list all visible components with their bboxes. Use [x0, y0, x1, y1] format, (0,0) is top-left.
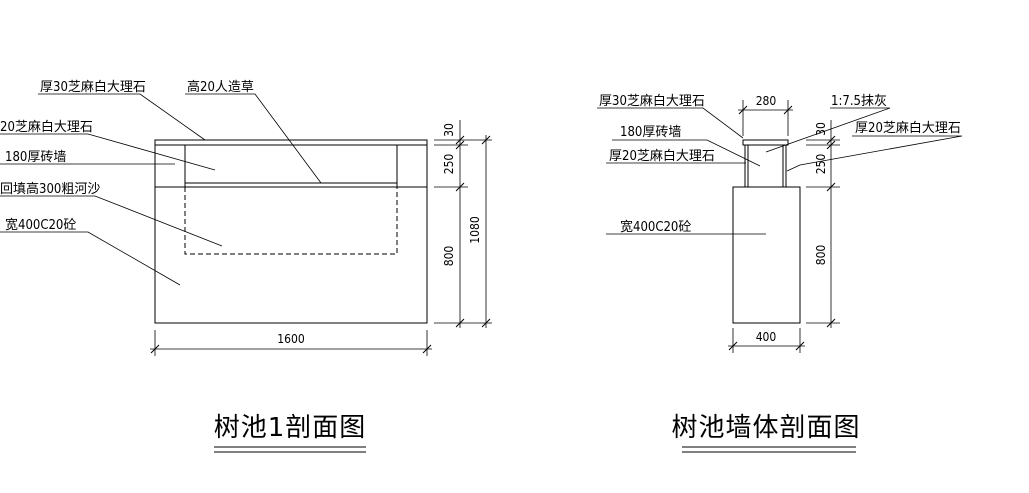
dim-top: 30: [442, 123, 456, 137]
leader-marble20: [0, 133, 216, 171]
callout-marble20-right: 厚20芝麻白大理石: [855, 120, 961, 136]
section1-outline: [154, 139, 428, 324]
leader-grass: [185, 93, 322, 184]
tick: [738, 105, 748, 115]
callout-marble20-left: 厚20芝麻白大理石: [609, 148, 715, 164]
leader-plaster: [765, 107, 891, 153]
dim-total: 1080: [468, 216, 482, 244]
callout-marble20: 20芝麻白大理石: [0, 119, 93, 135]
dim-top-width: 280: [756, 94, 777, 108]
tick: [826, 318, 836, 328]
leader-marble30: [597, 107, 744, 139]
dim-mid: 250: [442, 154, 456, 175]
section-2: 280 400 30 250 800 厚30芝麻白大理石 1:7.5抹灰 厚20…: [597, 93, 963, 453]
tick: [455, 182, 465, 192]
callout-concrete: 宽400C20砼: [5, 217, 76, 233]
dim-mid: 250: [814, 154, 828, 175]
leader-brick: [612, 139, 761, 167]
tick: [826, 135, 836, 145]
dim-top: 30: [814, 122, 828, 136]
tick: [481, 135, 491, 145]
tick: [795, 341, 805, 351]
tick: [422, 344, 432, 354]
section-1: 厚30芝麻白大理石 高20人造草 20芝麻白大理石 180厚砖墙 回填高300粗…: [0, 79, 492, 453]
section2-footing: [732, 186, 801, 324]
tick: [481, 318, 491, 328]
section2-wall: [747, 144, 784, 188]
callout-brick: 180厚砖墙: [620, 125, 681, 140]
dim-low: 800: [814, 245, 828, 266]
tick: [826, 182, 836, 192]
callout-plaster: 1:7.5抹灰: [831, 94, 887, 109]
callout-grass: 高20人造草: [187, 79, 254, 95]
leader-concrete: [0, 231, 181, 286]
callout-marble30: 厚30芝麻白大理石: [40, 79, 146, 95]
callout-brick: 180厚砖墙: [5, 150, 66, 165]
tick: [826, 140, 836, 150]
dim-bottom-width: 400: [756, 330, 777, 344]
tick: [455, 318, 465, 328]
dim-width: 1600: [277, 332, 305, 346]
section1-title: 树池1剖面图: [214, 413, 367, 443]
tick: [150, 344, 160, 354]
section2-title: 树池墙体剖面图: [671, 413, 860, 443]
leader-marble30: [38, 93, 206, 141]
dim-low: 800: [442, 246, 456, 267]
tick: [455, 135, 465, 145]
leader-sand: [0, 195, 223, 247]
callout-concrete: 宽400C20砼: [620, 219, 691, 235]
tick: [455, 140, 465, 150]
callout-marble30: 厚30芝麻白大理石: [599, 93, 705, 109]
section2-cap: [742, 139, 789, 146]
leader-marble20-right: [786, 135, 963, 172]
section1-sand-outline: [184, 187, 398, 255]
tick: [783, 105, 793, 115]
tick: [728, 341, 738, 351]
callout-sand: 回填高300粗河沙: [0, 181, 100, 197]
